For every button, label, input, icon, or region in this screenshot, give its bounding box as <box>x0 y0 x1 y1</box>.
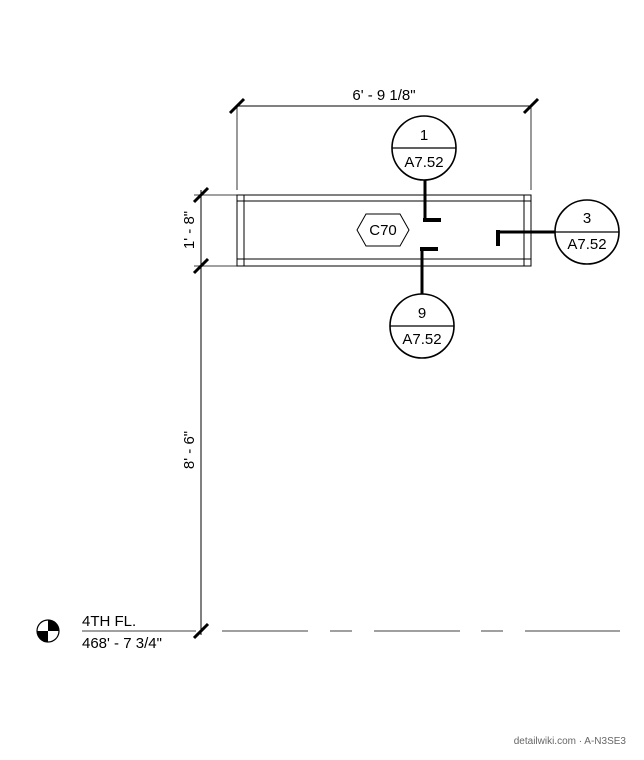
callout-3-number: 3 <box>583 210 591 227</box>
callout-9-sheet: A7.52 <box>402 331 441 348</box>
width-dimension-text: 6' - 9 1/8" <box>352 87 415 104</box>
section-callout-9[interactable]: 9 A7.52 <box>389 293 455 359</box>
component-tag-hexagon <box>356 213 410 247</box>
component-tag-label: C70 <box>369 222 397 239</box>
section-callout-3[interactable]: 3 A7.52 <box>554 199 620 265</box>
height-upper-dimension-text: 1' - 8" <box>181 211 198 249</box>
height-dimension <box>192 186 237 640</box>
section-callout-1[interactable]: 1 A7.52 <box>391 115 457 181</box>
level-datum-icon <box>36 619 60 643</box>
callout-9-number: 9 <box>418 305 426 322</box>
height-lower-dimension-text: 8' - 6" <box>181 431 198 469</box>
width-dimension <box>228 97 540 190</box>
callout-1-number: 1 <box>420 127 428 144</box>
callout-3-sheet: A7.52 <box>567 236 606 253</box>
level-name: 4TH FL. <box>82 613 136 630</box>
section-cut-markers <box>420 180 557 295</box>
watermark: detailwiki.com · A-N3SE3 <box>514 736 627 747</box>
callout-1-sheet: A7.52 <box>404 154 443 171</box>
level-elevation: 468' - 7 3/4" <box>82 635 162 652</box>
